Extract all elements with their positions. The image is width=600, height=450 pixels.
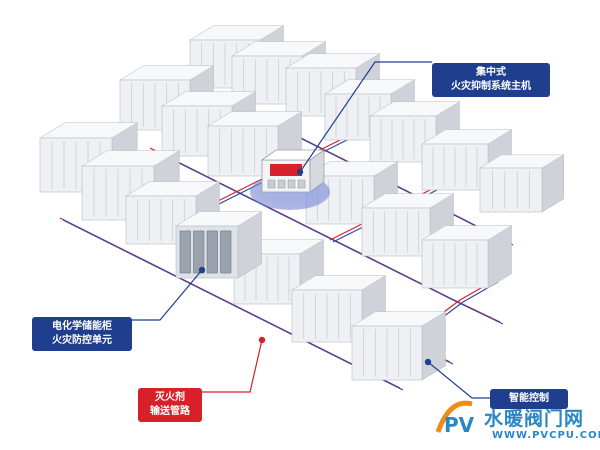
control-callout-dot: [424, 358, 432, 366]
host-cylinder: [287, 179, 296, 189]
host-cylinder: [297, 179, 306, 189]
storage-container: [290, 275, 387, 343]
host-label-line2: 火灾抑制系统主机: [451, 81, 531, 92]
battery-module: [206, 230, 218, 274]
unit-callout-dot: [198, 266, 206, 274]
watermark-logo-letters: PV: [444, 413, 475, 437]
storage-container: [360, 193, 455, 257]
host-side: [309, 149, 325, 193]
watermark: PV: [432, 398, 476, 442]
pipe-callout-dot: [258, 336, 266, 344]
container-front: [479, 167, 543, 213]
unit-label: 电化学储能柜 火灾防控单元: [32, 317, 132, 351]
storage-container: [420, 225, 513, 289]
callout-lines: [132, 61, 490, 399]
unit-callout: [132, 269, 203, 321]
host-callout: [299, 61, 432, 173]
pipe-label-line1: 灭火剂: [155, 392, 185, 403]
host-callout-dot: [296, 168, 304, 176]
battery-module: [179, 230, 191, 274]
battery-module: [193, 230, 205, 274]
pipe-label-line2: 输送管路: [150, 406, 190, 417]
pv-logo-icon: PV: [432, 398, 476, 442]
fire-suppression-host-icon: [250, 149, 330, 210]
host-cylinder: [277, 179, 286, 189]
storage-container: [478, 154, 565, 213]
pipe-label: 灭火剂 输送管路: [138, 388, 202, 422]
unit-label-line2: 火灾防控单元: [52, 335, 112, 346]
watermark-url: WWW.PVCPU.COM: [492, 430, 600, 441]
unit-label-line1: 电化学储能柜: [52, 321, 112, 332]
pipe-callout: [202, 339, 263, 393]
watermark-name: 水暖阀门网: [484, 408, 585, 430]
host-cylinder: [267, 179, 276, 189]
control-label: 智能控制: [490, 389, 568, 409]
host-label: 集中式 火灾抑制系统主机: [432, 63, 550, 97]
battery-cabinet: [174, 211, 263, 279]
blue-pipe: [152, 149, 504, 325]
host-label-line1: 集中式: [476, 67, 506, 78]
host-panel: [270, 164, 302, 176]
control-callout: [427, 361, 490, 399]
control-label-line1: 智能控制: [509, 393, 549, 404]
battery-module: [220, 230, 232, 274]
storage-container: [350, 311, 447, 381]
